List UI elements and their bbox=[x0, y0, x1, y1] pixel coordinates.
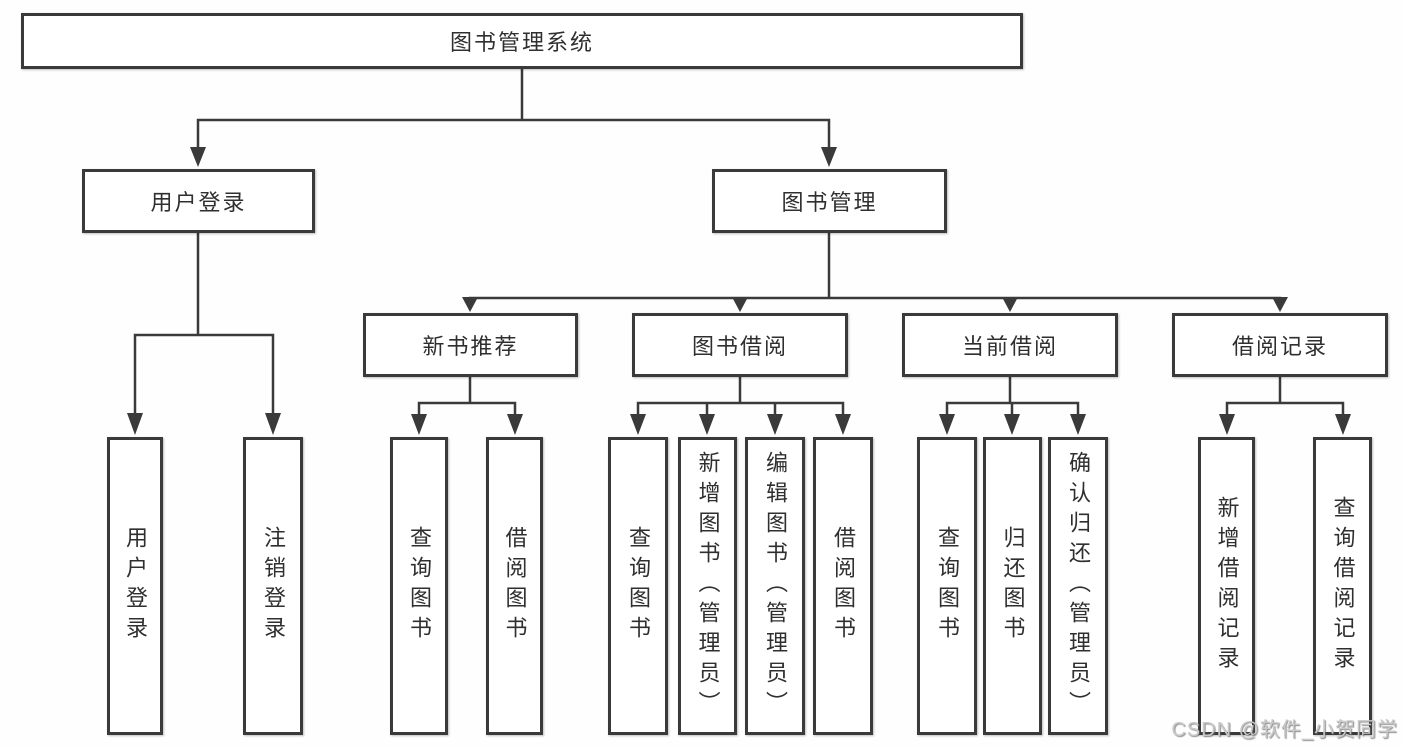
node-user-login-leaf: 用户登录 bbox=[107, 437, 163, 735]
node-label: 归还图书 bbox=[1000, 526, 1026, 646]
node-logout: 注销登录 bbox=[243, 437, 303, 735]
node-label: 确认归还（管理员） bbox=[1066, 451, 1091, 721]
node-add-borrow-record: 新增借阅记录 bbox=[1198, 437, 1255, 735]
node-label: 查询图书 bbox=[935, 526, 960, 646]
node-book-management: 图书管理 bbox=[712, 169, 947, 233]
node-current-borrowing: 当前借阅 bbox=[902, 313, 1118, 377]
node-label: 借阅图书 bbox=[831, 526, 856, 646]
node-label: 图书管理 bbox=[781, 190, 878, 215]
node-user-login: 用户登录 bbox=[82, 169, 315, 233]
node-label: 新增图书（管理员） bbox=[695, 451, 721, 721]
node-label: 图书借阅 bbox=[691, 334, 788, 359]
node-label: 注销登录 bbox=[261, 526, 286, 646]
csdn-watermark: CSDN @软件_小贺同学 bbox=[1171, 719, 1398, 741]
node-label: 当前借阅 bbox=[961, 334, 1058, 359]
node-label: 新增借阅记录 bbox=[1214, 496, 1240, 676]
node-new-book-recommendation: 新书推荐 bbox=[363, 313, 578, 377]
node-label: 用户登录 bbox=[150, 190, 247, 215]
node-borrow-books-leaf: 借阅图书 bbox=[813, 437, 873, 735]
node-library-management-system: 图书管理系统 bbox=[21, 13, 1023, 69]
node-label: 借阅图书 bbox=[502, 526, 528, 646]
node-label: 新书推荐 bbox=[422, 334, 519, 359]
node-label: 借阅记录 bbox=[1231, 334, 1328, 359]
node-label: 编辑图书（管理员） bbox=[763, 451, 788, 721]
node-label: 查询借阅记录 bbox=[1330, 496, 1356, 676]
node-label: 查询图书 bbox=[407, 526, 432, 646]
node-book-borrowing: 图书借阅 bbox=[632, 313, 848, 377]
node-edit-books-admin: 编辑图书（管理员） bbox=[745, 437, 805, 735]
node-query-borrow-record: 查询借阅记录 bbox=[1313, 437, 1372, 735]
node-label: 用户登录 bbox=[123, 526, 148, 646]
node-add-books-admin: 新增图书（管理员） bbox=[678, 437, 737, 735]
node-borrowing-records: 借阅记录 bbox=[1172, 313, 1388, 377]
node-borrow-books-recommend: 借阅图书 bbox=[486, 437, 543, 735]
node-query-books-current: 查询图书 bbox=[917, 437, 977, 735]
node-label: 图书管理系统 bbox=[449, 30, 594, 55]
node-confirm-return-admin: 确认归还（管理员） bbox=[1048, 437, 1108, 735]
node-return-books: 归还图书 bbox=[983, 437, 1042, 735]
node-label: 查询图书 bbox=[626, 526, 651, 646]
node-query-books-recommend: 查询图书 bbox=[390, 437, 448, 735]
node-query-books-borrow: 查询图书 bbox=[608, 437, 668, 735]
